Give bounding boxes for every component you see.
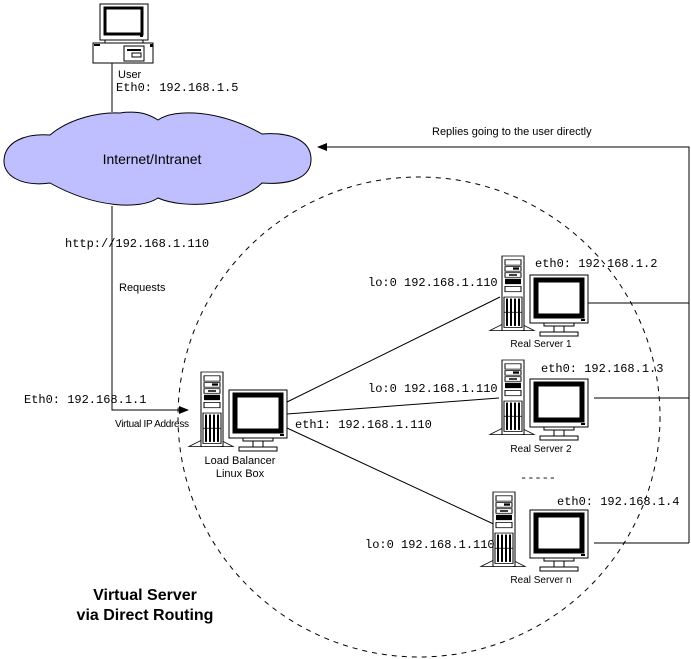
- rs1-lo-label: lo:0 192.168.1.110: [368, 276, 498, 290]
- diagram-title-line2: via Direct Routing: [77, 607, 214, 624]
- lb-label-line2: Linux Box: [216, 468, 265, 480]
- diagram-title-line1: Virtual Server: [93, 587, 197, 604]
- virtual-server-boundary: [177, 176, 661, 658]
- lb-eth1-label: eth1: 192.168.1.110: [295, 418, 432, 432]
- reply-path-line: [317, 143, 690, 543]
- requests-label: Requests: [119, 282, 166, 294]
- lb-to-rs2-link: [286, 397, 500, 415]
- user-computer-icon: [92, 3, 154, 64]
- rs2-eth0-label: eth0: 192.168.1.3: [541, 362, 663, 376]
- rsn-eth0-label: eth0: 192.168.1.4: [557, 495, 679, 509]
- load-balancer-icon: [188, 371, 287, 451]
- user-label: User: [118, 69, 142, 81]
- rs2-lo-label: lo:0 192.168.1.110: [368, 382, 498, 396]
- user-ip-label: Eth0: 192.168.1.5: [116, 81, 238, 95]
- rsn-name: Real Server n: [510, 575, 571, 586]
- lb-label-line1: Load Balancer: [205, 455, 276, 467]
- cloud-icon: [3, 111, 312, 206]
- lb-to-rsn-link: [286, 427, 501, 528]
- cloud-label: Internet/Intranet: [103, 151, 202, 167]
- rs1-eth0-label: eth0: 192.168.1.2: [535, 257, 657, 271]
- more-servers-ellipsis: -----: [520, 471, 556, 485]
- vip-label: Virtual IP Address: [115, 419, 189, 430]
- lb-to-rs1-link: [286, 296, 501, 403]
- rs2-name: Real Server 2: [510, 444, 572, 455]
- gateway-ip-label: Eth0: 192.168.1.1: [24, 393, 146, 407]
- request-url-label: http://192.168.1.110: [65, 237, 209, 251]
- replies-label: Replies going to the user directly: [432, 126, 592, 138]
- rsn-lo-label: lo:0 192.168.1.110: [365, 538, 495, 552]
- request-path-line: [111, 206, 189, 414]
- rs1-name: Real Server 1: [510, 339, 572, 350]
